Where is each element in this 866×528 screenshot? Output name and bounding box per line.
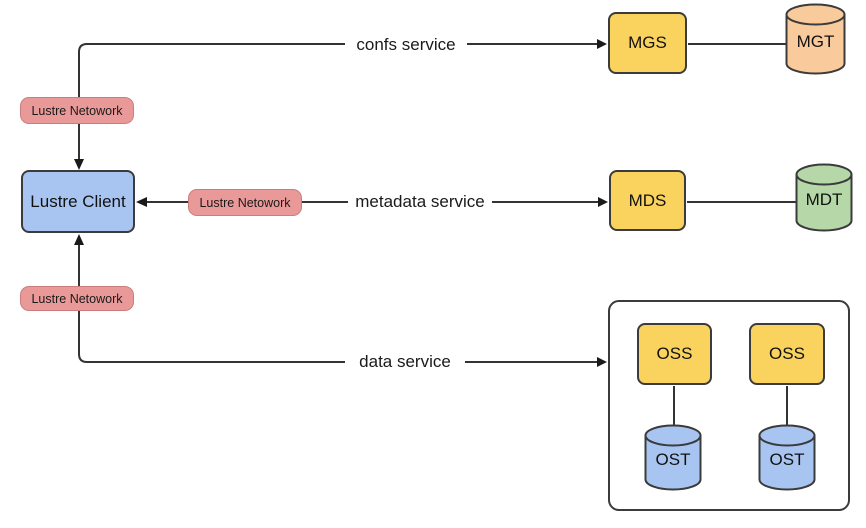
- lustre-network-pill-bottom: Lustre Netowork: [20, 286, 134, 311]
- ost-right-label: OST: [769, 450, 805, 470]
- mgt-cylinder: MGT: [785, 3, 846, 75]
- oss-left-node: OSS: [637, 323, 712, 385]
- metadata-service-label: metadata service: [348, 191, 492, 213]
- confs-service-text: confs service: [356, 35, 456, 54]
- lustre-client-node: Lustre Client: [21, 170, 135, 233]
- metadata-service-text: metadata service: [355, 192, 485, 211]
- arrowhead-right-oss-group: [597, 357, 607, 367]
- lustre-network-pill-top-label: Lustre Netowork: [31, 103, 123, 118]
- mgt-cylinder-shape: [785, 3, 846, 75]
- lustre-network-pill-bottom-label: Lustre Netowork: [31, 291, 123, 306]
- mgs-label: MGS: [628, 33, 667, 52]
- mdt-cylinder: MDT: [795, 163, 853, 232]
- lustre-network-pill-top: Lustre Netowork: [20, 97, 134, 124]
- lustre-network-pill-middle: Lustre Netowork: [188, 189, 302, 216]
- mds-label: MDS: [628, 190, 667, 210]
- data-service-text: data service: [359, 352, 451, 371]
- data-service-label: data service: [345, 351, 465, 373]
- mdt-label: MDT: [805, 190, 843, 210]
- confs-service-label: confs service: [345, 34, 467, 56]
- oss-right-label: OSS: [769, 344, 805, 363]
- ost-left-cylinder: OST: [644, 424, 702, 491]
- ost-left-cylinder-shape: [644, 424, 702, 491]
- confs-service-connector: [78, 43, 597, 161]
- arrowhead-up-client-bottom: [74, 234, 84, 245]
- data-service-connector: [78, 244, 597, 363]
- ost-right-cylinder-shape: [758, 424, 816, 491]
- mdt-cylinder-shape: [795, 163, 853, 232]
- mds-node: MDS: [609, 170, 686, 231]
- ost-right-cylinder: OST: [758, 424, 816, 491]
- lustre-client-label: Lustre Client: [30, 191, 126, 211]
- ost-left-label: OST: [655, 450, 691, 470]
- mgs-node: MGS: [608, 12, 687, 74]
- arrowhead-down-client-top: [74, 159, 84, 170]
- lustre-network-pill-middle-label: Lustre Netowork: [199, 195, 291, 210]
- arrowhead-left-client-right: [136, 197, 147, 207]
- mgt-label: MGT: [796, 31, 835, 51]
- arrowhead-right-mds: [598, 197, 608, 207]
- oss-left-label: OSS: [656, 344, 693, 363]
- arrowhead-right-mgs: [597, 39, 607, 49]
- oss-right-node: OSS: [749, 323, 825, 385]
